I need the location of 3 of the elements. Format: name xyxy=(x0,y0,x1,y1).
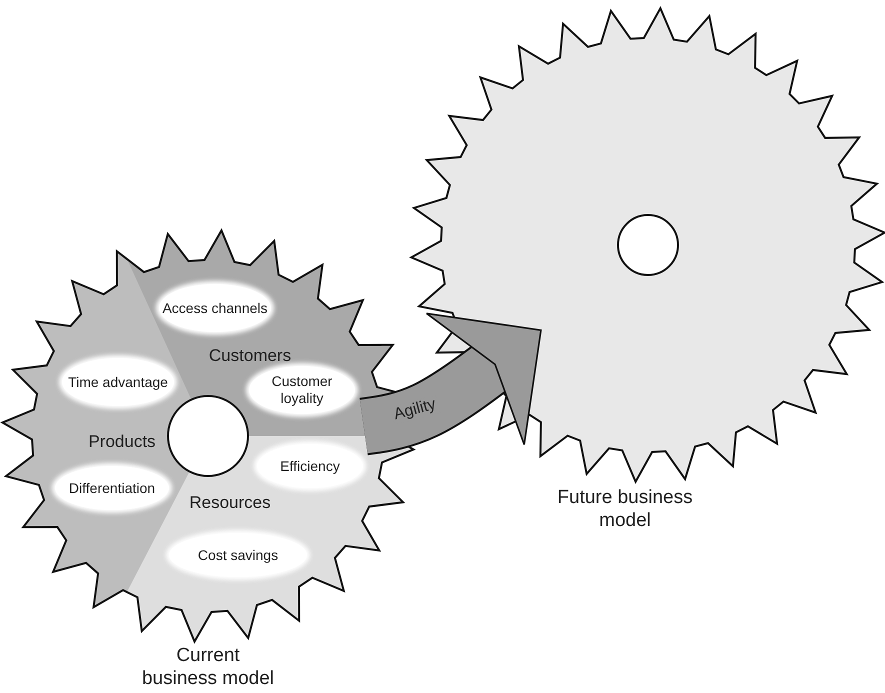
segment-label: Resources xyxy=(189,493,271,513)
segment-label: Products xyxy=(88,432,156,452)
segment-label: Customers xyxy=(208,346,292,366)
